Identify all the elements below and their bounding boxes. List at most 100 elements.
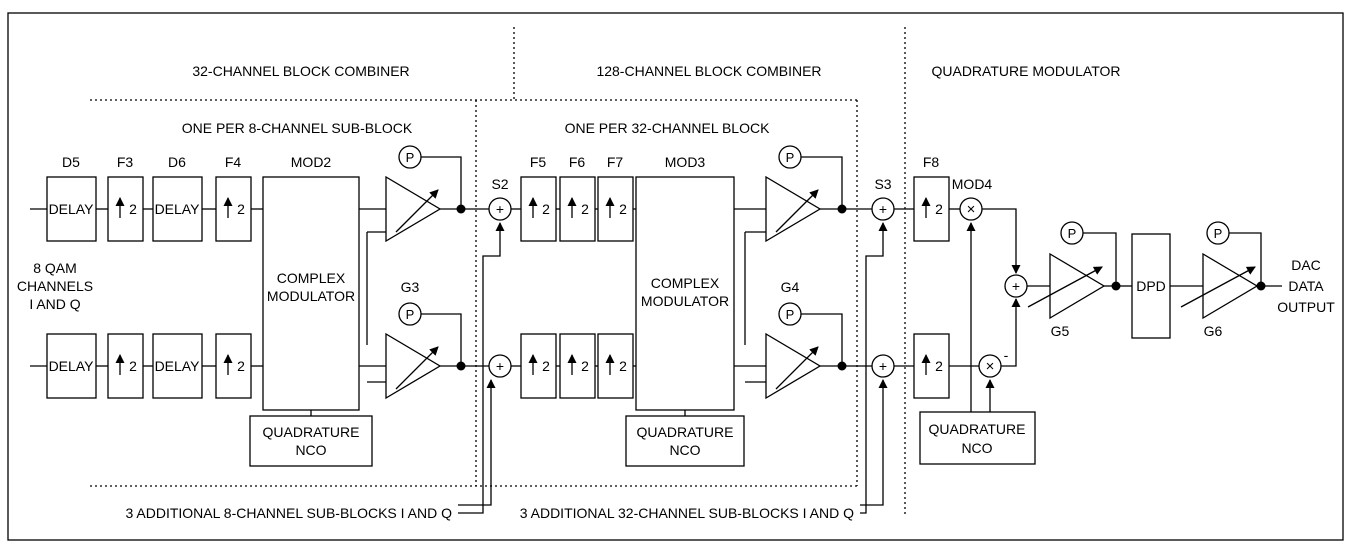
interp-factor: 2 bbox=[237, 201, 245, 217]
interp-f8-bottom bbox=[913, 333, 950, 399]
svg-text:OUTPUT: OUTPUT bbox=[1277, 299, 1335, 315]
gain-amp-top-128 bbox=[765, 175, 822, 243]
svg-text:COMPLEX: COMPLEX bbox=[651, 275, 720, 291]
svg-text:2: 2 bbox=[581, 201, 589, 217]
section-title-32: 32-CHANNEL BLOCK COMBINER bbox=[192, 63, 409, 79]
svg-text:DELAY: DELAY bbox=[49, 358, 95, 374]
svg-text:P: P bbox=[1068, 226, 1077, 241]
svg-text:QUADRATURE: QUADRATURE bbox=[929, 421, 1026, 437]
svg-text:+: + bbox=[879, 201, 887, 217]
quadrature-nco-mod3 bbox=[625, 415, 745, 467]
svg-text:CHANNELS: CHANNELS bbox=[17, 278, 93, 294]
svg-text:8 QAM: 8 QAM bbox=[33, 260, 77, 276]
label-d6: D6 bbox=[168, 154, 186, 170]
delay-d6-top bbox=[152, 176, 203, 242]
svg-text:2: 2 bbox=[237, 358, 245, 374]
svg-text:+: + bbox=[879, 358, 887, 374]
label-f3: F3 bbox=[117, 154, 134, 170]
label-mod3: MOD3 bbox=[665, 154, 706, 170]
svg-text:DAC: DAC bbox=[1291, 257, 1321, 273]
interp-f3-bottom bbox=[107, 333, 144, 399]
label-g3: G3 bbox=[401, 279, 420, 295]
complex-mod-label: COMPLEX bbox=[277, 270, 346, 286]
label-s3: S3 bbox=[874, 176, 891, 192]
delay-d6-bottom bbox=[152, 333, 203, 399]
complex-modulator-mod2 bbox=[262, 176, 360, 411]
svg-text:P: P bbox=[786, 150, 795, 165]
svg-text:2: 2 bbox=[935, 201, 943, 217]
interp-f4-top bbox=[215, 176, 252, 242]
output-label: DAC DATA OUTPUT bbox=[1277, 257, 1335, 315]
section-title-quadmod: QUADRATURE MODULATOR bbox=[931, 63, 1120, 79]
label-f6: F6 bbox=[569, 154, 586, 170]
interp-f7-top bbox=[597, 176, 634, 242]
svg-text:DPD: DPD bbox=[1136, 278, 1166, 294]
interp-f5-bottom bbox=[520, 333, 557, 399]
delay-d5-top bbox=[46, 176, 97, 242]
interp-f6-bottom bbox=[559, 333, 596, 399]
section-title-128: 128-CHANNEL BLOCK COMBINER bbox=[596, 63, 821, 79]
delay-label: DELAY bbox=[155, 201, 201, 217]
svg-text:QUADRATURE: QUADRATURE bbox=[637, 424, 734, 440]
dpd-block bbox=[1131, 233, 1171, 339]
label-f5: F5 bbox=[530, 154, 547, 170]
label-d5: D5 bbox=[62, 154, 80, 170]
svg-text:P: P bbox=[406, 150, 415, 165]
svg-text:2: 2 bbox=[935, 358, 943, 374]
svg-text:I AND Q: I AND Q bbox=[29, 296, 80, 312]
svg-text:MODULATOR: MODULATOR bbox=[641, 293, 729, 309]
svg-text:2: 2 bbox=[542, 201, 550, 217]
svg-text:2: 2 bbox=[542, 358, 550, 374]
delay-label: DELAY bbox=[49, 201, 95, 217]
interp-f8-top bbox=[913, 176, 950, 242]
svg-text:DATA: DATA bbox=[1288, 278, 1324, 294]
subsection-title-32: ONE PER 32-CHANNEL BLOCK bbox=[565, 120, 771, 136]
svg-text:NCO: NCO bbox=[295, 442, 326, 458]
svg-text:+: + bbox=[496, 201, 504, 217]
label-mod2: MOD2 bbox=[291, 154, 332, 170]
gain-amp-g5 bbox=[1049, 252, 1106, 320]
svg-text:×: × bbox=[986, 358, 995, 375]
quadrature-nco-mod2 bbox=[249, 415, 373, 467]
interp-f5-top bbox=[520, 176, 557, 242]
label-g5: G5 bbox=[1051, 323, 1070, 339]
interp-factor: 2 bbox=[129, 201, 137, 217]
input-label: 8 QAM CHANNELS I AND Q bbox=[17, 260, 93, 312]
svg-text:2: 2 bbox=[619, 201, 627, 217]
svg-text:2: 2 bbox=[581, 358, 589, 374]
complex-modulator-mod3 bbox=[635, 176, 735, 411]
label-g6: G6 bbox=[1204, 323, 1223, 339]
svg-text:×: × bbox=[967, 201, 976, 218]
label-f7: F7 bbox=[607, 154, 624, 170]
label-mod4: MOD4 bbox=[952, 176, 993, 192]
label-g4: G4 bbox=[781, 279, 800, 295]
svg-text:+: + bbox=[1012, 278, 1020, 294]
gain-amp-top-32 bbox=[385, 175, 442, 243]
outer-frame bbox=[7, 12, 1344, 541]
svg-text:QUADRATURE: QUADRATURE bbox=[263, 424, 360, 440]
complex-mod-label: MODULATOR bbox=[267, 288, 355, 304]
interp-f7-bottom bbox=[597, 333, 634, 399]
additional-32-label: 3 ADDITIONAL 32-CHANNEL SUB-BLOCKS I AND… bbox=[520, 505, 854, 521]
gain-amp-g4 bbox=[765, 332, 822, 400]
additional-8-label: 3 ADDITIONAL 8-CHANNEL SUB-BLOCKS I AND … bbox=[126, 505, 453, 521]
subtract-sign: - bbox=[1004, 347, 1009, 363]
svg-text:NCO: NCO bbox=[669, 442, 700, 458]
gain-amp-g3 bbox=[385, 332, 442, 400]
svg-text:+: + bbox=[496, 358, 504, 374]
gain-amp-g6 bbox=[1202, 252, 1259, 320]
svg-text:2: 2 bbox=[619, 358, 627, 374]
svg-text:P: P bbox=[1214, 226, 1223, 241]
label-f8: F8 bbox=[923, 154, 940, 170]
interp-f4-bottom bbox=[215, 333, 252, 399]
quadrature-nco-mod4 bbox=[919, 411, 1036, 465]
svg-text:2: 2 bbox=[129, 358, 137, 374]
subsection-title-8: ONE PER 8-CHANNEL SUB-BLOCK bbox=[182, 120, 413, 136]
delay-d5-bottom bbox=[46, 333, 97, 399]
svg-text:DELAY: DELAY bbox=[155, 358, 201, 374]
svg-text:NCO: NCO bbox=[961, 440, 992, 456]
interp-f3-top bbox=[107, 176, 144, 242]
interp-f6-top bbox=[559, 176, 596, 242]
svg-text:P: P bbox=[786, 307, 795, 322]
